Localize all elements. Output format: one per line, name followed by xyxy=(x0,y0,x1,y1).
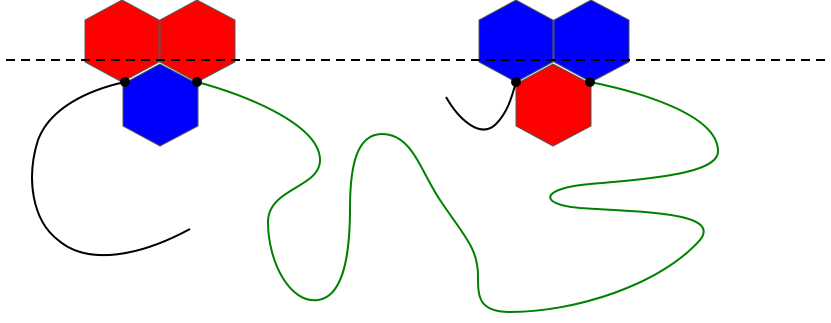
hexagon-red-top-left xyxy=(84,0,160,83)
junction-point xyxy=(192,77,202,87)
right-black-curve xyxy=(445,81,517,131)
left-black-curve xyxy=(31,81,191,257)
long-green-curve xyxy=(196,81,720,314)
junction-point xyxy=(511,77,521,87)
left-hex-cluster xyxy=(84,0,236,147)
junction-point xyxy=(585,77,595,87)
hexagon-blue-top-right xyxy=(553,0,630,83)
right-hex-cluster xyxy=(478,0,630,147)
junction-point xyxy=(120,77,130,87)
